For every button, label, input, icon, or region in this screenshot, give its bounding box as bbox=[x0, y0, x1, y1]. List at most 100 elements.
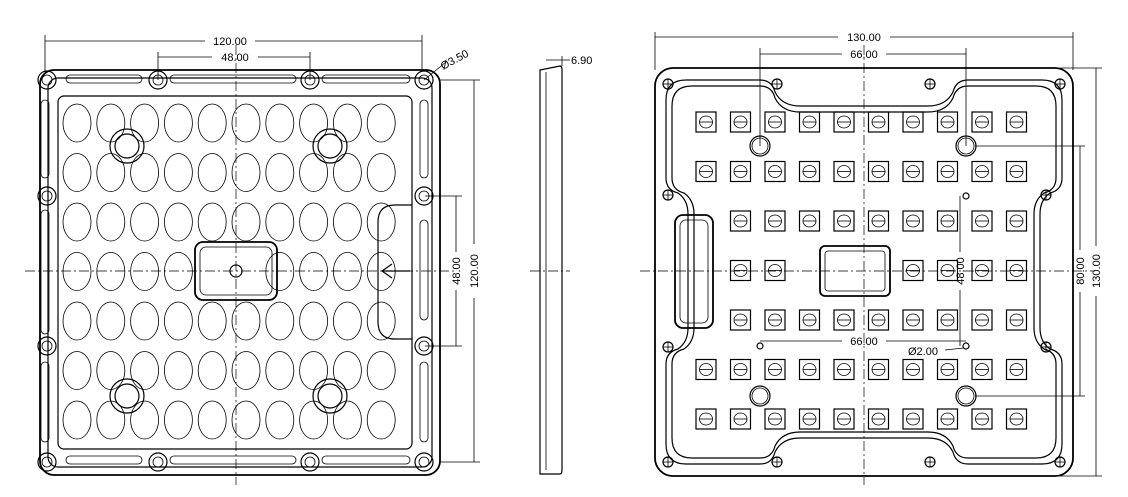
screw-hole-inner bbox=[418, 456, 430, 468]
lens-cell bbox=[197, 400, 227, 440]
mounting-hole bbox=[317, 383, 343, 409]
led-pad bbox=[936, 358, 959, 381]
lens-cell bbox=[299, 153, 329, 192]
led-pad bbox=[867, 160, 890, 183]
led-pad bbox=[764, 358, 786, 381]
front-hole-spacing-x-label: 48.00 bbox=[221, 52, 249, 64]
led-pad bbox=[902, 408, 924, 430]
lens-cell bbox=[366, 301, 396, 341]
led-pad bbox=[695, 111, 717, 133]
led-pad bbox=[867, 408, 890, 430]
back-dim-width: 130.00 bbox=[654, 32, 1074, 70]
lens-cell bbox=[231, 202, 261, 242]
back-pin-3 bbox=[756, 342, 764, 350]
led-pad bbox=[764, 210, 786, 232]
led-pad bbox=[729, 408, 752, 430]
screw-hole bbox=[414, 70, 434, 90]
back-dim-height: 130.00 bbox=[1060, 67, 1103, 477]
led-pad bbox=[729, 309, 752, 331]
lens-cell bbox=[231, 103, 261, 143]
lens-cell bbox=[265, 153, 295, 192]
lens-cell bbox=[299, 252, 329, 291]
screw-hole-inner bbox=[418, 74, 430, 86]
led-pad bbox=[833, 111, 855, 133]
frame-slot bbox=[169, 455, 297, 465]
lens-cell bbox=[265, 103, 295, 143]
led-pad bbox=[729, 259, 752, 282]
mounting-boss bbox=[109, 378, 145, 414]
front-slots bbox=[40, 74, 429, 465]
back-left-window bbox=[674, 214, 714, 329]
lens-cell bbox=[197, 202, 227, 242]
back-dim-pin-spacing-y: 48.00 bbox=[955, 196, 967, 346]
lens-cell bbox=[197, 103, 227, 143]
back-pins bbox=[756, 192, 970, 350]
led-pad bbox=[902, 160, 924, 183]
led-pad bbox=[971, 111, 993, 133]
back-inner-contour-inner bbox=[671, 85, 1057, 459]
lens-cell bbox=[366, 400, 396, 440]
led-pad bbox=[833, 160, 855, 183]
led-pad bbox=[798, 358, 821, 381]
front-hole-dia-label: Ø3.50 bbox=[439, 48, 471, 73]
lens-cell bbox=[231, 301, 261, 341]
led-pad bbox=[902, 358, 924, 381]
led-pad bbox=[833, 358, 855, 381]
back-dim-pin-dia: Ø2.00 bbox=[908, 346, 965, 358]
led-pad bbox=[1005, 210, 1028, 232]
lens-cell bbox=[299, 202, 329, 242]
led-pad bbox=[867, 210, 890, 232]
lens-cell bbox=[62, 103, 92, 143]
led-pad bbox=[1005, 160, 1028, 183]
led-pad bbox=[936, 309, 959, 331]
led-pad bbox=[729, 160, 752, 183]
screw-hole bbox=[37, 452, 57, 472]
screw-hole-inner bbox=[41, 340, 53, 352]
lens-cell bbox=[332, 103, 362, 143]
frame-slot bbox=[419, 219, 429, 321]
back-view: 130.00 66.00 66.00 Ø2.00 48.00 bbox=[640, 32, 1103, 485]
led-pad bbox=[695, 160, 717, 183]
led-pad bbox=[971, 358, 993, 381]
front-height-label: 120.00 bbox=[469, 254, 481, 288]
lens-cell bbox=[130, 202, 160, 242]
front-dim-hole-spacing-x: 48.00 bbox=[157, 52, 311, 80]
front-hole-spacing-y-label: 48.00 bbox=[451, 257, 463, 285]
front-view: 120.00 48.00 Ø3.50 48.00 120.00 bbox=[25, 35, 481, 485]
side-view: 6.90 bbox=[530, 55, 592, 475]
front-width-label: 120.00 bbox=[213, 36, 247, 48]
front-dim-height: 120.00 bbox=[440, 79, 481, 463]
lens-cell bbox=[96, 351, 126, 390]
led-pad bbox=[1005, 111, 1028, 133]
lens-cell bbox=[332, 202, 362, 242]
lens-cell bbox=[130, 103, 160, 143]
back-pin-2 bbox=[962, 342, 970, 350]
led-pad bbox=[971, 210, 993, 232]
lens-cell bbox=[130, 351, 160, 390]
lens-cell bbox=[265, 202, 295, 242]
lens-cell bbox=[130, 252, 160, 291]
lens-cell bbox=[265, 351, 295, 390]
led-pad bbox=[833, 408, 855, 430]
mounting-hole bbox=[114, 133, 140, 159]
back-pin-dia-label: Ø2.00 bbox=[908, 346, 938, 358]
led-pad bbox=[798, 160, 821, 183]
mounting-boss bbox=[312, 378, 348, 414]
lens-cell bbox=[332, 153, 362, 192]
back-left-window-inner bbox=[679, 219, 709, 324]
led-pad bbox=[902, 111, 924, 133]
led-pad bbox=[867, 358, 890, 381]
screw-hole bbox=[37, 186, 57, 206]
lens-cell bbox=[130, 400, 160, 440]
led-pad bbox=[833, 309, 855, 331]
lens-cell bbox=[163, 301, 193, 341]
front-inner-frame bbox=[47, 77, 433, 468]
lens-cell bbox=[332, 400, 362, 440]
lens-cell bbox=[332, 351, 362, 390]
lens-cell bbox=[231, 400, 261, 440]
lens-cell bbox=[163, 400, 193, 440]
front-mounting-holes bbox=[37, 70, 434, 472]
lens-cell bbox=[366, 351, 396, 390]
back-pin-spacing-y-label: 48.00 bbox=[955, 257, 967, 285]
led-pad bbox=[798, 408, 821, 430]
